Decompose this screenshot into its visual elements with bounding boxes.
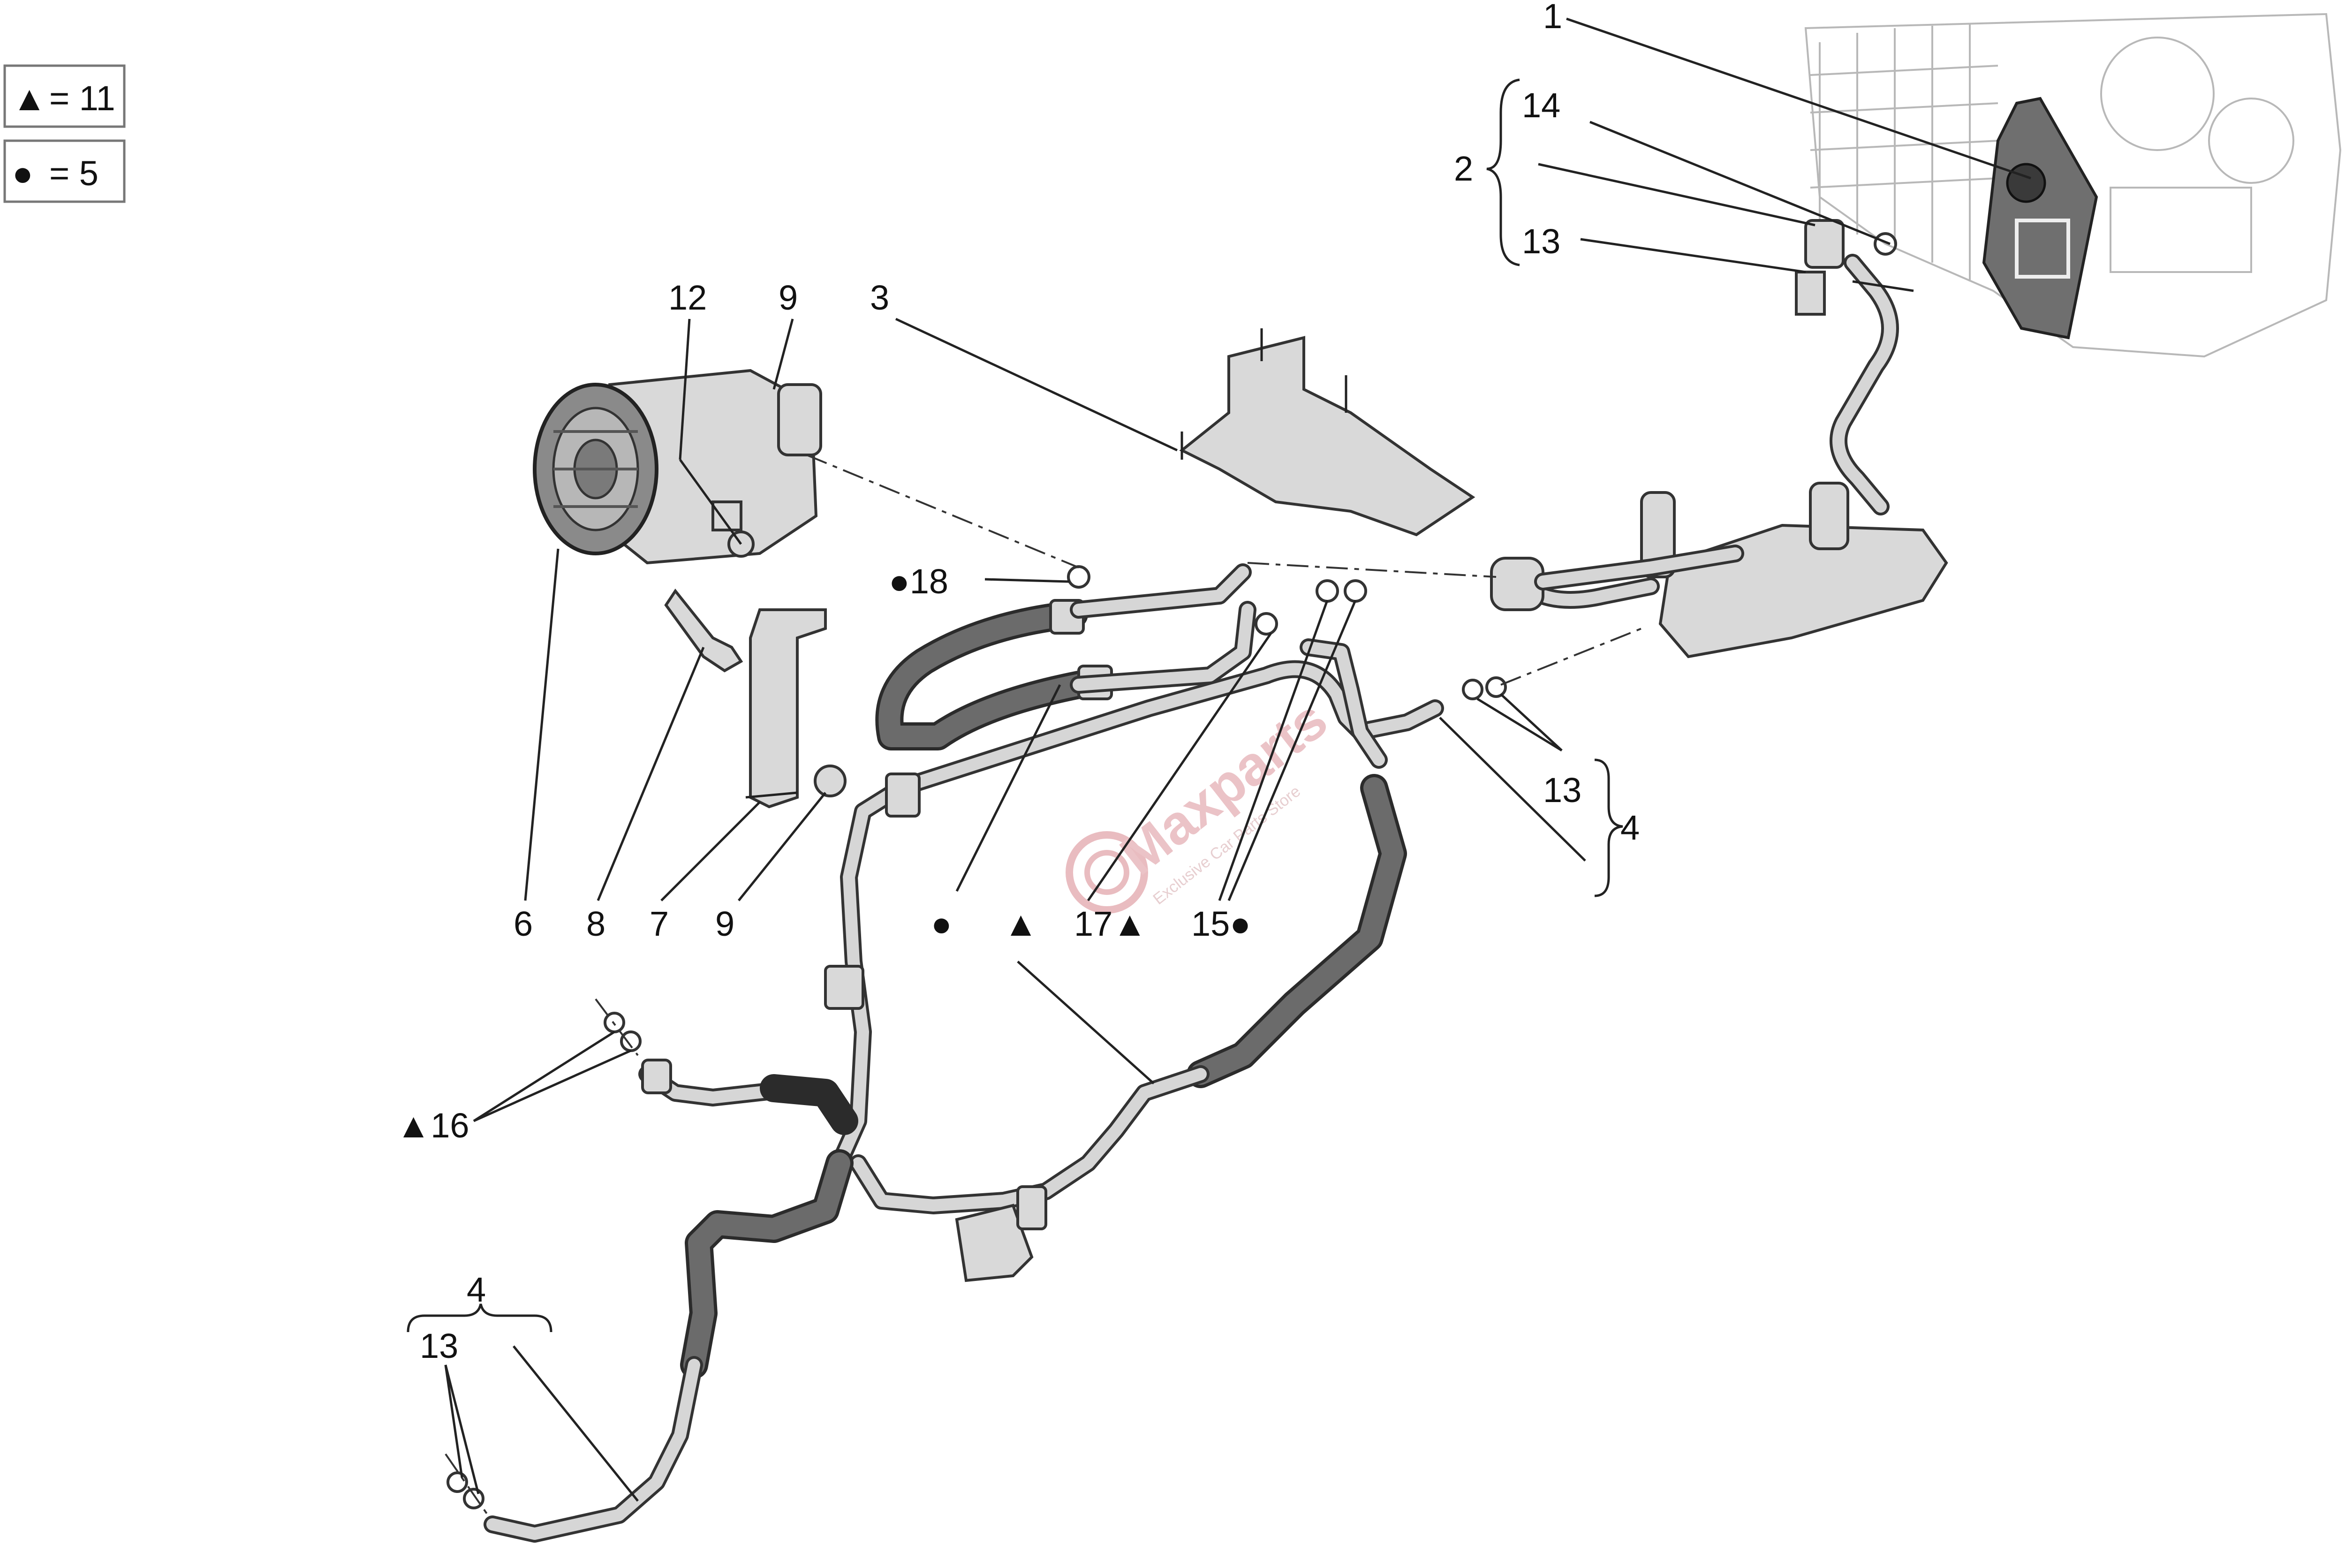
o-ring-16b (620, 1030, 642, 1052)
label-13-top: 13 (1522, 222, 1560, 261)
label-17: 17▲ (1074, 904, 1147, 943)
label-2: 2 (1454, 149, 1473, 188)
leader-lines (407, 17, 2031, 1502)
label-circle-marker: ● (931, 904, 952, 943)
ac-compressor (533, 369, 822, 565)
legend-triangle-count: = 11 (49, 79, 115, 118)
legend-triangle-symbol: ▲ (12, 79, 46, 118)
compressor-mounting-bracket (745, 608, 827, 809)
o-ring-13c (446, 1471, 468, 1493)
o-ring-13d (463, 1488, 484, 1509)
label-9-bottom: 9 (715, 904, 734, 943)
expansion-valve-assembly (1490, 482, 1948, 659)
evaporator-flange-plate (1982, 97, 2098, 340)
bolt-8 (664, 588, 743, 673)
label-12: 12 (668, 278, 707, 317)
legend-circle-symbol: ● (12, 154, 33, 193)
watermark-logo (1066, 831, 1148, 914)
label-3: 3 (870, 278, 889, 317)
label-4-mid: 4 (1620, 808, 1640, 847)
o-ring-17 (1255, 612, 1278, 636)
heat-shield-bracket (1179, 328, 1475, 537)
engine-bay-outline (1804, 13, 2342, 358)
legend-circle-count: = 5 (49, 154, 98, 193)
label-18: ●18 (889, 562, 948, 601)
label-7: 7 (650, 904, 669, 943)
label-14-top: 14 (1522, 86, 1560, 125)
assembly-axis-lines (445, 454, 1642, 1516)
legend: ▲ = 11 ● = 5 (3, 64, 126, 203)
o-ring-13b (1485, 676, 1507, 698)
o-ring-18 (1067, 565, 1090, 589)
label-15: 15● (1191, 904, 1251, 943)
discharge-hose (875, 599, 1113, 750)
label-9-top: 9 (779, 278, 798, 317)
cap-9 (814, 765, 847, 797)
legend-circle-box (3, 139, 126, 203)
pipe-bracket-top (1795, 271, 1826, 316)
o-ring-15b (1344, 579, 1367, 603)
suction-line-assembly (1795, 219, 1914, 515)
pipe-fitting-top (1804, 219, 1845, 269)
label-13-bottom: 13 (420, 1326, 458, 1365)
label-4-bottom: 4 (467, 1270, 486, 1309)
label-16: ▲16 (396, 1106, 469, 1145)
o-ring-14 (1874, 232, 1897, 256)
label-8: 8 (586, 904, 605, 943)
label-6: 6 (514, 904, 533, 943)
label-triangle-marker: ▲ (1004, 904, 1038, 943)
o-ring-15a (1316, 579, 1339, 603)
callout-labels: 1 14 2 13 12 9 3 ●18 13 4 6 8 7 9 ● ▲ 17… (396, 0, 1640, 1365)
refrigerant-pipes (484, 563, 1660, 1543)
o-ring-13a (1462, 679, 1483, 700)
label-13-mid: 13 (1543, 771, 1581, 810)
label-1: 1 (1543, 0, 1562, 36)
legend-triangle-box (3, 64, 126, 128)
